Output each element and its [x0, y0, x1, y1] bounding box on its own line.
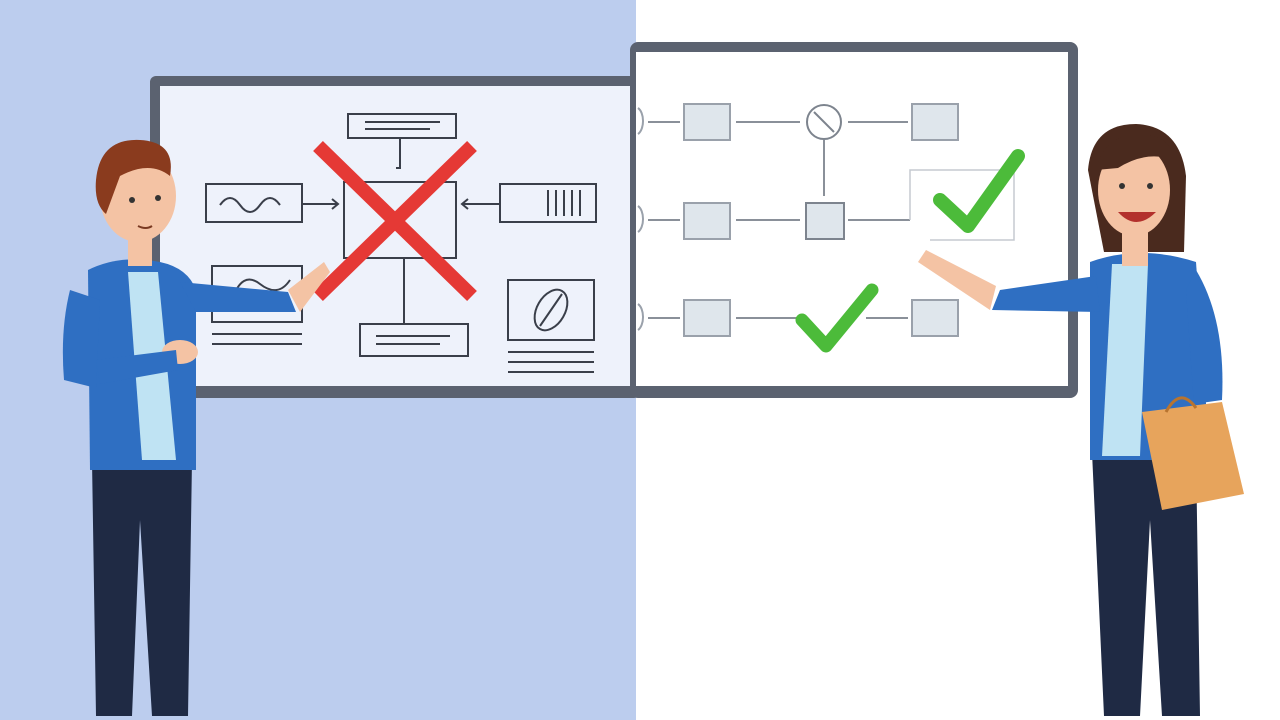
- diagram-box-bottom: [359, 323, 469, 357]
- diagram-box-center: [343, 181, 457, 259]
- node-box: [911, 103, 959, 141]
- node-box: [683, 202, 731, 240]
- diagram-box-top: [347, 113, 457, 139]
- node-box: [683, 103, 731, 141]
- node-box: [683, 299, 731, 337]
- green-check-icon: [795, 283, 879, 353]
- green-check-icon: [933, 149, 1025, 233]
- woman-presenter: [918, 124, 1244, 716]
- clean-diagram: [637, 103, 1015, 337]
- diagram-box-leaf: [507, 279, 595, 341]
- messy-diagram: [205, 113, 597, 373]
- node-box: [911, 299, 959, 337]
- left-whiteboard: [150, 76, 640, 398]
- node-box: [805, 202, 845, 240]
- shopping-bag: [1142, 402, 1244, 510]
- man-presenter: [62, 139, 330, 716]
- red-x-icon: [313, 140, 477, 302]
